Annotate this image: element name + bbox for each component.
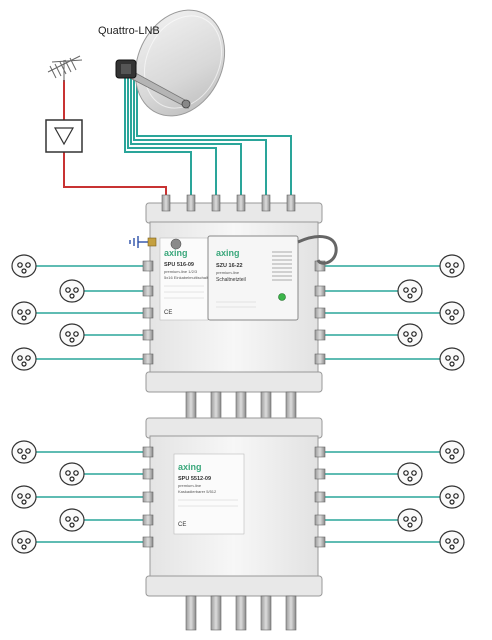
upper-brand: axing xyxy=(164,248,188,258)
tv-outlet-icon xyxy=(59,508,85,532)
tv-outlet-icon xyxy=(439,530,465,554)
tv-outlet-icon xyxy=(439,301,465,325)
terrestrial-antenna-icon xyxy=(47,55,83,82)
upper-ce-mark: CE xyxy=(164,310,172,316)
terrestrial-cable xyxy=(63,80,167,200)
tv-outlet-icon xyxy=(11,347,37,371)
lower-line: premium-line xyxy=(178,483,202,488)
terminating-resistors xyxy=(185,595,297,631)
lower-subtitle: Kaskadierbarer 5/512 xyxy=(178,489,217,494)
tv-outlet-icon xyxy=(397,323,423,347)
lower-multiswitch: axing SPU 5512-09 premium-line Kaskadier… xyxy=(142,417,326,597)
tv-outlet-icon xyxy=(397,508,423,532)
psu-subtitle: Schaltnetzteil xyxy=(216,277,246,283)
lower-model: SPU 5512-09 xyxy=(178,476,211,482)
upper-line: premium-line 1/2/3 xyxy=(164,269,198,274)
upper-model: SPU 516-09 xyxy=(164,262,194,268)
upper-multiswitch: axing SPU 516-09 premium-line 1/2/3 5x16… xyxy=(129,194,338,393)
tv-outlet-icon xyxy=(11,530,37,554)
tv-outlet-icon xyxy=(439,254,465,278)
tv-outlet-icon xyxy=(439,485,465,509)
outlet-cables-lower xyxy=(36,451,440,543)
tv-outlet-icon xyxy=(11,254,37,278)
input-connectors xyxy=(161,194,296,212)
upper-subtitle: 5x16 Einkabelmultischalter xyxy=(164,275,212,280)
tv-outlet-icon xyxy=(397,279,423,303)
psu-line: premium-line xyxy=(216,270,240,275)
tv-outlet-icon xyxy=(439,440,465,464)
psu-model: SZU 16-22 xyxy=(216,263,243,269)
tv-outlet-icon xyxy=(11,485,37,509)
tv-outlet-icon xyxy=(59,279,85,303)
lnb-cables xyxy=(124,78,292,200)
tv-outlet-icon xyxy=(11,301,37,325)
power-led xyxy=(278,293,286,301)
lower-ce-mark: CE xyxy=(178,522,186,528)
tv-outlet-icon xyxy=(439,347,465,371)
ground-icon xyxy=(129,236,150,248)
outlet-cables-upper xyxy=(36,265,440,360)
psu-brand: axing xyxy=(216,248,240,258)
tv-outlet-icon xyxy=(397,462,423,486)
tv-outlet-icon xyxy=(59,323,85,347)
tv-outlet-icon xyxy=(59,462,85,486)
satellite-dish-icon xyxy=(115,9,226,117)
tv-outlet-icon xyxy=(11,440,37,464)
cascade-connectors xyxy=(185,391,297,421)
amplifier-triangle-icon xyxy=(45,119,83,153)
power-supply-unit: axing SZU 16-22 premium-line Schaltnetzt… xyxy=(207,235,299,321)
lower-brand: axing xyxy=(178,462,202,472)
lnb-label: Quattro-LNB xyxy=(98,25,160,37)
